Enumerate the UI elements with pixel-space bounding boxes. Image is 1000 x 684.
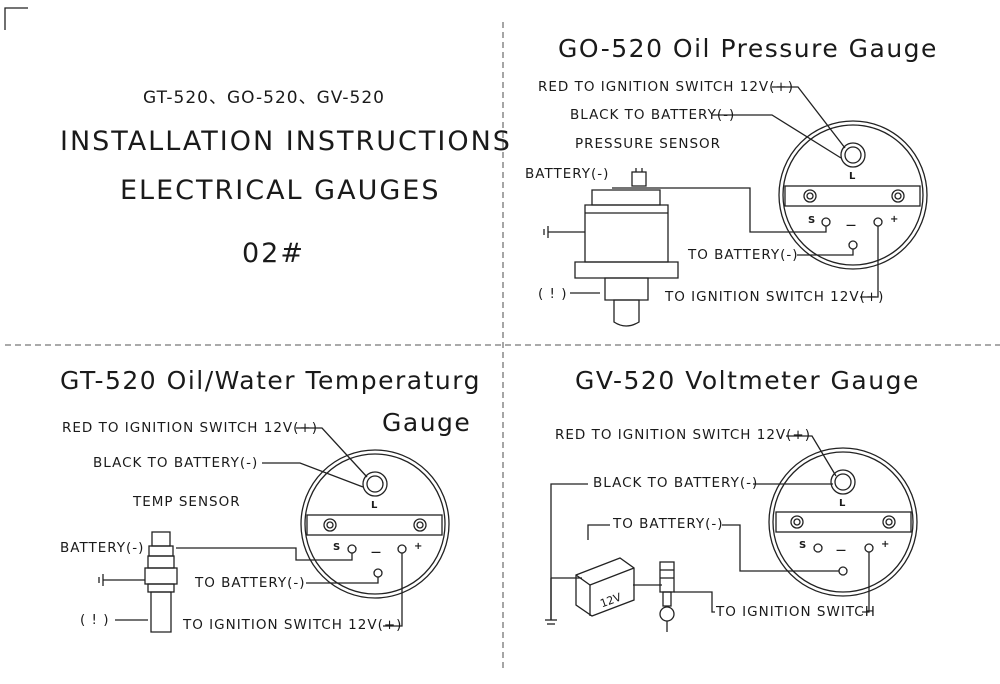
gv520-gauge (768, 447, 918, 597)
model-list: GT-520、GO-520、GV-520 (143, 88, 385, 108)
gv520-terminal-minus: — (836, 545, 846, 556)
pressure-sensor (543, 168, 679, 327)
go520-warning-label: ( ! ) (538, 286, 568, 302)
go520-terminal-s: S (808, 215, 816, 226)
go520-terminal-minus: — (846, 220, 856, 231)
go520-title: GO-520 Oil Pressure Gauge (558, 34, 938, 63)
gv520-title: GV-520 Voltmeter Gauge (575, 366, 920, 395)
go520-red-label: RED TO IGNITION SWITCH 12V(+) (538, 79, 795, 95)
header-line-1: INSTALLATION INSTRUCTIONS (60, 126, 512, 157)
gt520-gauge (300, 449, 450, 599)
gt520-red-label: RED TO IGNITION SWITCH 12V(+) (62, 420, 319, 436)
gv520-red-label: RED TO IGNITION SWITCH 12V(+) (555, 427, 812, 443)
header-line-2: ELECTRICAL GAUGES (120, 175, 441, 206)
go520-battery-label: BATTERY(-) (525, 166, 610, 182)
gv520-to-battery-label: TO BATTERY(-) (613, 516, 724, 532)
gv520-terminal-plus: + (881, 539, 890, 550)
gt520-black-label: BLACK TO BATTERY(-) (93, 455, 259, 471)
gt520-terminal-s: S (333, 542, 341, 553)
gt520-battery-label: BATTERY(-) (60, 540, 145, 556)
corner-mark (4, 7, 28, 30)
go520-black-label: BLACK TO BATTERY(-) (570, 107, 736, 123)
gt520-terminal-minus: — (371, 547, 381, 558)
gv520-to-ignition-label: TO IGNITION SWITCH (716, 604, 876, 620)
gt520-to-ignition-label: TO IGNITION SWITCH 12V(+) (183, 617, 403, 633)
gv520-black-label: BLACK TO BATTERY(-) (593, 475, 759, 491)
go520-terminal-plus: + (890, 214, 899, 225)
gv520-terminal-l: L (839, 498, 846, 509)
go520-sensor-label: PRESSURE SENSOR (575, 136, 722, 152)
go520-terminal-l: L (849, 171, 856, 182)
gv520-terminal-s: S (799, 540, 807, 551)
go520-to-battery-label: TO BATTERY(-) (688, 247, 799, 263)
go520-gauge (778, 120, 928, 270)
go520-to-ignition-label: TO IGNITION SWITCH 12V(+) (665, 289, 885, 305)
gt520-warning-label: ( ! ) (80, 612, 110, 628)
header-code: 02# (242, 238, 305, 269)
gt520-title-line-2: Gauge (382, 408, 472, 437)
gt520-title-line-1: GT-520 Oil/Water Temperaturg (60, 366, 481, 395)
gt520-to-battery-label: TO BATTERY(-) (195, 575, 306, 591)
gt520-sensor-label: TEMP SENSOR (133, 494, 241, 510)
temp-sensor (98, 531, 178, 633)
gt520-terminal-plus: + (414, 541, 423, 552)
gt520-terminal-l: L (371, 500, 378, 511)
ignition-switch (659, 561, 715, 632)
battery-12v (575, 557, 662, 617)
